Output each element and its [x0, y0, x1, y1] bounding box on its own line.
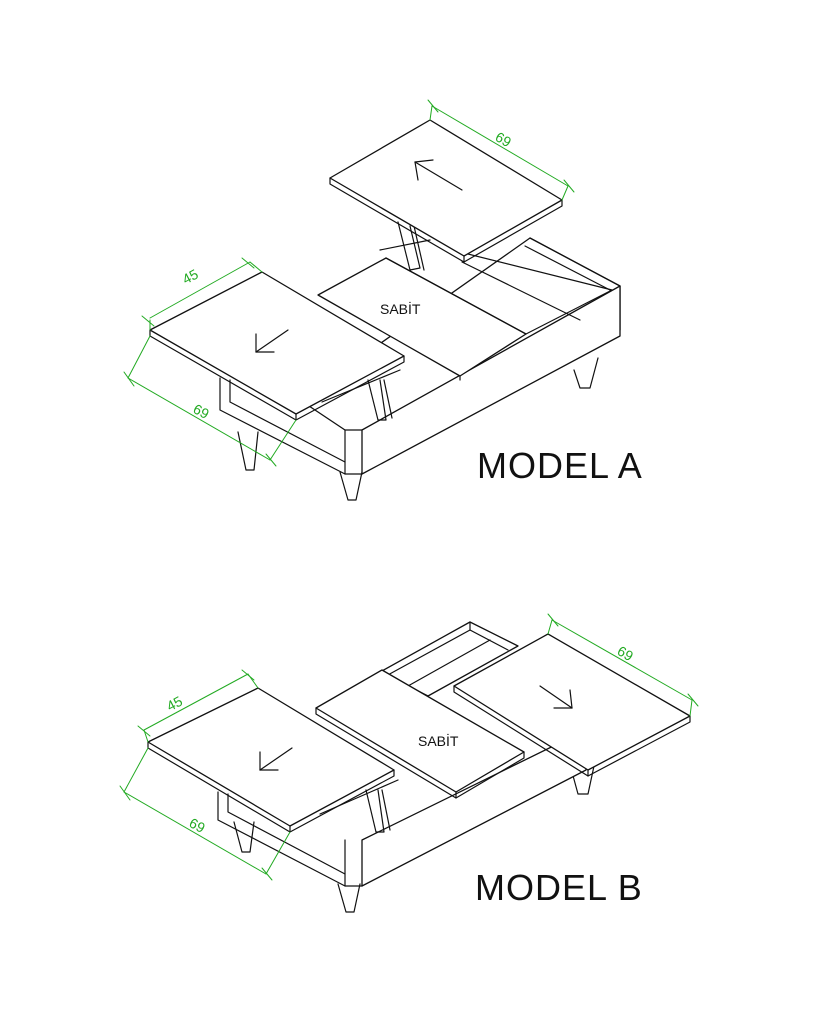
model-a-dim-left-width [141, 257, 263, 331]
model-a-legs [237, 357, 599, 501]
model-a-dim-left-width-label: 45 [180, 266, 201, 288]
model-a-dim-right [427, 99, 575, 201]
model-a-title: MODEL A [477, 445, 643, 486]
model-a-left-top-arrow [255, 329, 289, 353]
model-b-left-top-arrow [259, 747, 293, 771]
model-a-left-top [149, 271, 405, 421]
model-b-left-top [147, 687, 395, 833]
model-b-dim-left-depth-label: 69 [187, 815, 208, 837]
model-a-lift-mechanism-left [321, 369, 401, 421]
model-b-dim-right-label: 69 [615, 642, 637, 664]
model-b-fixed-label: SABİT [418, 732, 459, 749]
model-a-right-compartment [385, 253, 613, 335]
model-a-dim-right-label: 69 [493, 128, 515, 150]
model-a-drawing: 45 69 69 SABİT [123, 99, 621, 501]
model-b-dim-right [547, 613, 699, 717]
model-b-dim-left-depth [119, 747, 291, 881]
model-a-lifted-top-arrow [414, 159, 463, 191]
model-b-dim-left-width [137, 669, 259, 743]
model-b-dim-left-width-label: 45 [164, 693, 185, 715]
model-a-fixed-label: SABİT [380, 300, 421, 317]
model-b-fixed-panel [315, 669, 525, 799]
model-a-dim-left-depth-label: 69 [191, 401, 212, 423]
model-b-title: MODEL B [475, 867, 643, 908]
model-a-dim-left-depth [123, 335, 297, 467]
model-b-drawing: 45 69 69 SABİT [119, 613, 699, 913]
model-b-right-top-arrow [539, 685, 573, 709]
model-b-body [217, 729, 587, 887]
